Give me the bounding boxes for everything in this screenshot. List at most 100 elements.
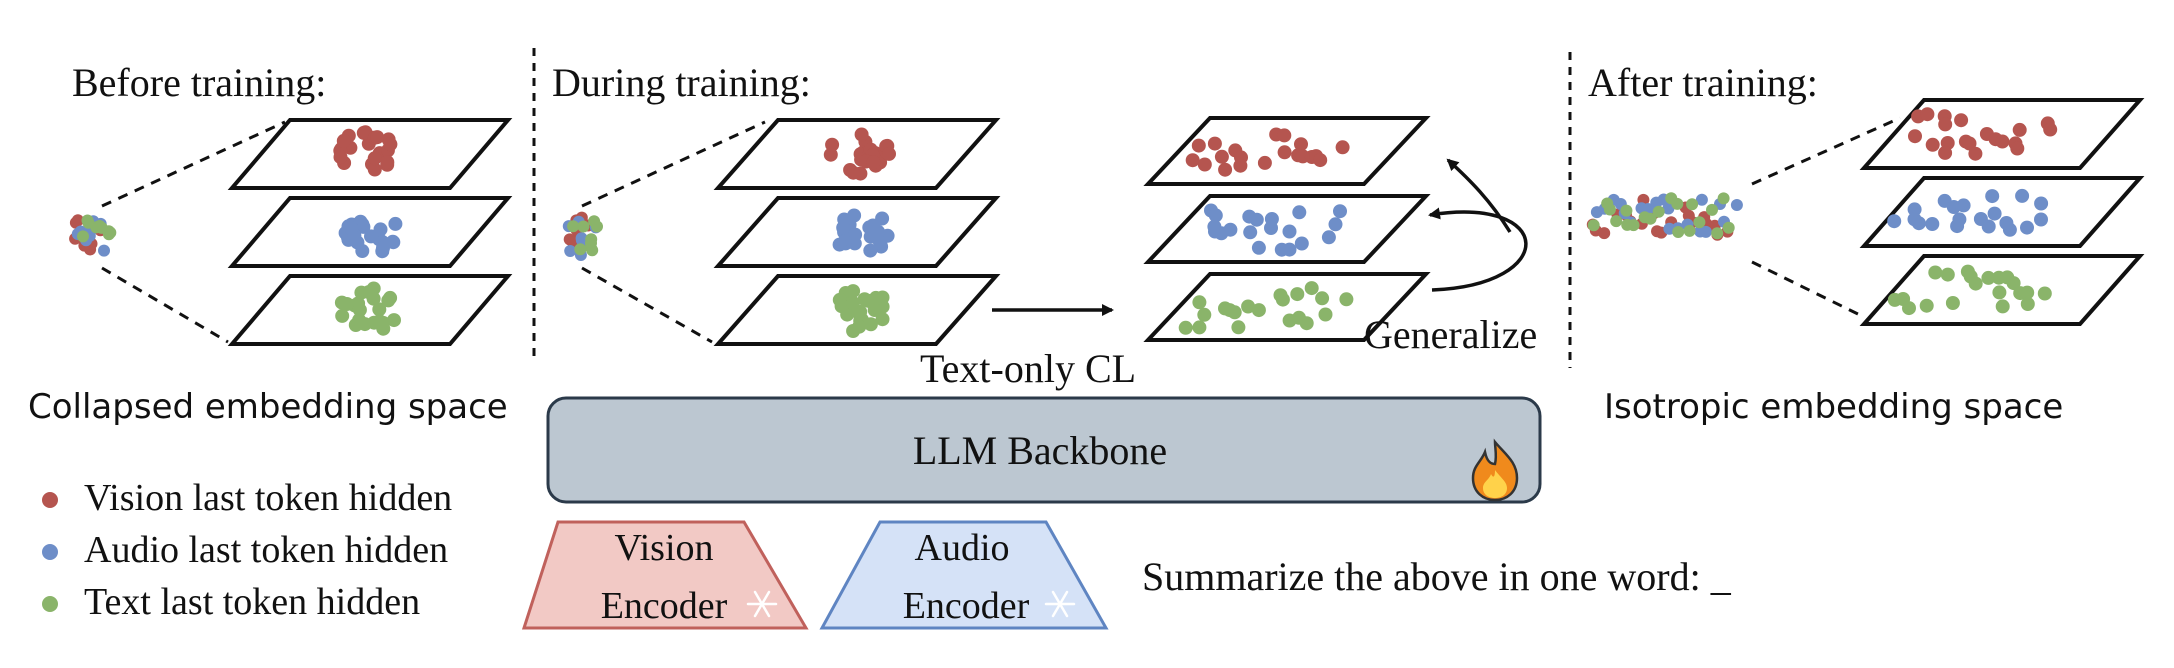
after-vision-points [1908, 107, 2058, 161]
audio-point [1981, 219, 1996, 234]
isotropic-point [1652, 205, 1665, 218]
text-point [1318, 307, 1333, 322]
vision-point [1938, 117, 1953, 132]
vision-point [333, 150, 348, 165]
audio-point [1887, 214, 1902, 229]
summarize-prompt: Summarize the above in one word: _ [1142, 554, 1732, 599]
isotropic-point [1627, 219, 1640, 232]
vision-encoder-block [521, 520, 809, 630]
text-point [1299, 316, 1314, 331]
text-point [846, 284, 861, 299]
isotropic-point [1610, 215, 1623, 228]
text-point [861, 293, 876, 308]
after-caption: Isotropic embedding space [1604, 387, 2063, 427]
legend-label-vision: Vision last token hidden [84, 477, 452, 519]
audio-point [1243, 225, 1258, 240]
vision-point [1335, 140, 1350, 155]
trained-text-points [1178, 281, 1354, 335]
text-point [1315, 291, 1330, 306]
vision-point [1233, 158, 1248, 173]
text-point [1940, 267, 1955, 282]
text-point [1192, 320, 1207, 335]
legend-swatch-vision [42, 492, 58, 508]
during-vision-points [823, 127, 896, 181]
text-point [387, 313, 401, 328]
vision-point [367, 151, 382, 166]
audio-point [863, 243, 878, 258]
vision-point [1313, 153, 1328, 168]
audio-point [376, 240, 390, 255]
audio-point [1328, 217, 1343, 232]
generalize-arrow-to-audio [1428, 207, 1528, 292]
after-plane-vision [1859, 98, 2145, 170]
audio-encoder-block [819, 520, 1109, 630]
isotropic-point [1686, 198, 1699, 211]
vision-point [1938, 145, 1953, 160]
audio-point [1985, 189, 2000, 204]
audio-point [1294, 236, 1309, 251]
before-heading: Before training: [72, 60, 326, 105]
legend-label-text: Text last token hidden [84, 581, 420, 623]
after-spread-cluster [1586, 192, 1743, 241]
during-heading: During training: [552, 60, 811, 105]
collapsed-point [574, 243, 587, 256]
collapsed-point [591, 220, 603, 233]
collapsed-point [564, 245, 577, 257]
text-point [376, 321, 391, 336]
text-point [1928, 265, 1943, 280]
text-point [1192, 295, 1207, 310]
vision-point [1277, 128, 1292, 143]
isotropic-point [1699, 225, 1712, 238]
legend: Vision last token hidden Audio last toke… [42, 477, 452, 623]
vision-point [380, 155, 395, 170]
llm-backbone-label: LLM Backbone [913, 428, 1167, 473]
audio-point [866, 218, 880, 233]
audio-point [832, 237, 847, 252]
vision-point [1995, 134, 2010, 149]
audio-point [1911, 216, 1926, 231]
isotropic-point [1671, 197, 1684, 210]
before-collapsed-cluster [69, 214, 117, 257]
audio-point [1987, 206, 2002, 221]
after-zoom-line-bottom [1751, 260, 1863, 318]
before-zoom-line-top [101, 120, 286, 208]
text-point [1304, 281, 1319, 296]
isotropic-point [1587, 219, 1600, 232]
snowflake-icon [746, 590, 778, 618]
isotropic-point [1662, 202, 1675, 215]
legend-swatch-audio [42, 544, 58, 560]
isotropic-point [1683, 224, 1696, 237]
vision-point [1207, 136, 1222, 151]
text-point [1992, 285, 2007, 300]
text-point [1945, 296, 1960, 310]
vision-point [1218, 162, 1233, 177]
vision-point [336, 133, 351, 148]
fire-icon [1471, 438, 1519, 502]
text-point [361, 285, 376, 300]
after-text-points [1887, 264, 2052, 316]
collapsed-point [77, 230, 89, 243]
audio-point [2020, 220, 2034, 235]
vision-point [370, 130, 385, 145]
after-audio-points [1887, 188, 2049, 237]
collapsed-point [575, 232, 588, 245]
collapsed-point [69, 216, 82, 229]
text-point [1275, 292, 1290, 307]
vision-point [2010, 141, 2025, 156]
vision-point [866, 155, 881, 170]
isotropic-point [1598, 227, 1611, 240]
during-collapsed-cluster [562, 211, 603, 261]
audio-point [1282, 224, 1297, 239]
before-caption: Collapsed embedding space [28, 387, 508, 427]
during-zoom-line-bottom [581, 266, 713, 344]
text-point [863, 317, 878, 332]
vision-point [1191, 138, 1206, 153]
audio-point [1950, 219, 1965, 234]
generalize-arrow-to-vision [1446, 158, 1512, 233]
audio-point [1956, 198, 1971, 213]
vision-point [1954, 113, 1969, 128]
text-point [352, 313, 367, 328]
vision-point [1908, 129, 1922, 144]
audio-point [386, 235, 401, 250]
audio-point [388, 216, 403, 231]
